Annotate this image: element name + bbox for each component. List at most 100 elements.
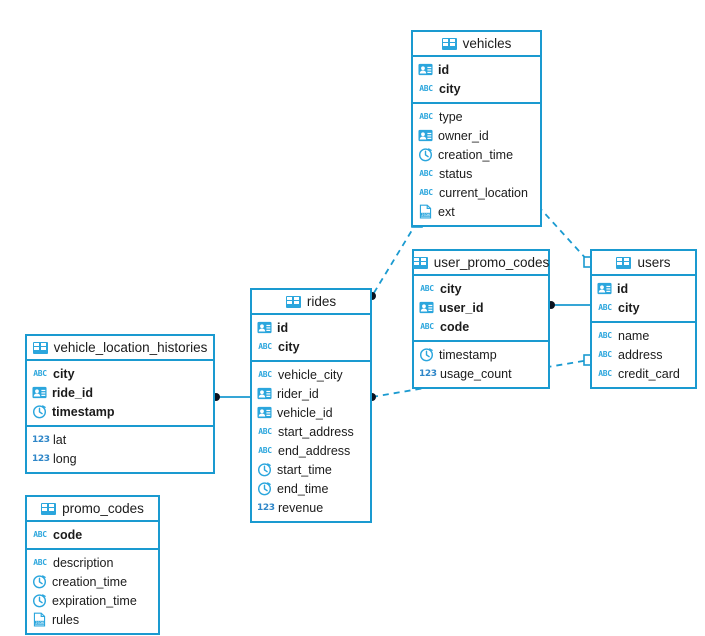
table-header-vehicles[interactable]: vehicles [413, 32, 540, 57]
id-card-icon [257, 387, 272, 400]
id-card-icon [597, 282, 612, 295]
field-label: start_address [278, 424, 354, 439]
field-label: usage_count [440, 366, 512, 381]
abc-string-icon: ABC [33, 557, 47, 567]
primary-key-row[interactable]: id [413, 60, 540, 79]
field-label: id [277, 320, 289, 335]
clock-icon [257, 463, 272, 477]
clock-icon [32, 575, 47, 589]
table-title: vehicle_location_histories [53, 340, 208, 355]
column-row[interactable]: ABC description [27, 553, 158, 572]
table-title: users [637, 255, 671, 270]
column-row[interactable]: end_time [252, 479, 370, 498]
field-label: ext [438, 204, 455, 219]
primary-key-row[interactable]: id [252, 318, 370, 337]
abc-string-icon: ABC [419, 187, 433, 197]
field-label: city [618, 300, 640, 315]
field-label: credit_card [618, 366, 680, 381]
primary-key-row[interactable]: ABC city [414, 279, 548, 298]
table-icon [41, 502, 57, 515]
abc-string-icon: ABC [420, 283, 434, 293]
table-header-vehicle_location_histories[interactable]: vehicle_location_histories [27, 336, 213, 361]
primary-key-row[interactable]: id [592, 279, 695, 298]
field-label: description [53, 555, 114, 570]
field-label: city [440, 281, 462, 296]
abc-string-icon: ABC [33, 368, 47, 378]
column-row[interactable]: ABC name [592, 326, 695, 345]
id-card-icon [32, 386, 47, 399]
clock-icon [257, 482, 272, 496]
field-label: timestamp [439, 347, 497, 362]
abc-string-icon: ABC [258, 426, 272, 436]
relationship-user-promo-codes-to-users [547, 301, 590, 309]
table-title: vehicles [462, 36, 512, 51]
column-row[interactable]: vehicle_id [252, 403, 370, 422]
field-label: user_id [439, 300, 484, 315]
field-label: owner_id [438, 128, 489, 143]
id-card-icon [257, 321, 272, 334]
clock-icon [32, 594, 47, 608]
column-row[interactable]: creation_time [27, 572, 158, 591]
primary-key-row[interactable]: ride_id [27, 383, 213, 402]
field-label: code [53, 527, 83, 542]
column-row[interactable]: start_time [252, 460, 370, 479]
column-row[interactable]: ABC start_address [252, 422, 370, 441]
table-header-promo_codes[interactable]: promo_codes [27, 497, 158, 522]
abc-string-icon: ABC [419, 168, 433, 178]
field-label: end_address [278, 443, 351, 458]
primary-key-row[interactable]: user_id [414, 298, 548, 317]
clock-icon [32, 405, 47, 419]
table-header-rides[interactable]: rides [252, 290, 370, 315]
clock-icon [419, 348, 434, 362]
primary-key-row[interactable]: timestamp [27, 402, 213, 421]
column-row[interactable]: creation_time [413, 145, 540, 164]
column-row[interactable]: expiration_time [27, 591, 158, 610]
table-header-users[interactable]: users [592, 251, 695, 276]
table-header-user_promo_codes[interactable]: user_promo_codes [412, 251, 549, 276]
column-row[interactable]: timestamp [414, 345, 548, 364]
abc-string-icon: ABC [419, 111, 433, 121]
field-label: name [618, 328, 650, 343]
column-row[interactable]: rider_id [252, 384, 370, 403]
abc-string-icon: ABC [598, 330, 612, 340]
column-row[interactable]: owner_id [413, 126, 540, 145]
abc-string-icon: ABC [420, 321, 434, 331]
abc-string-icon: ABC [258, 369, 272, 379]
field-label: timestamp [52, 404, 115, 419]
field-label: end_time [277, 481, 329, 496]
table-icon [285, 295, 301, 308]
field-label: creation_time [438, 147, 514, 162]
field-label: rider_id [277, 386, 319, 401]
